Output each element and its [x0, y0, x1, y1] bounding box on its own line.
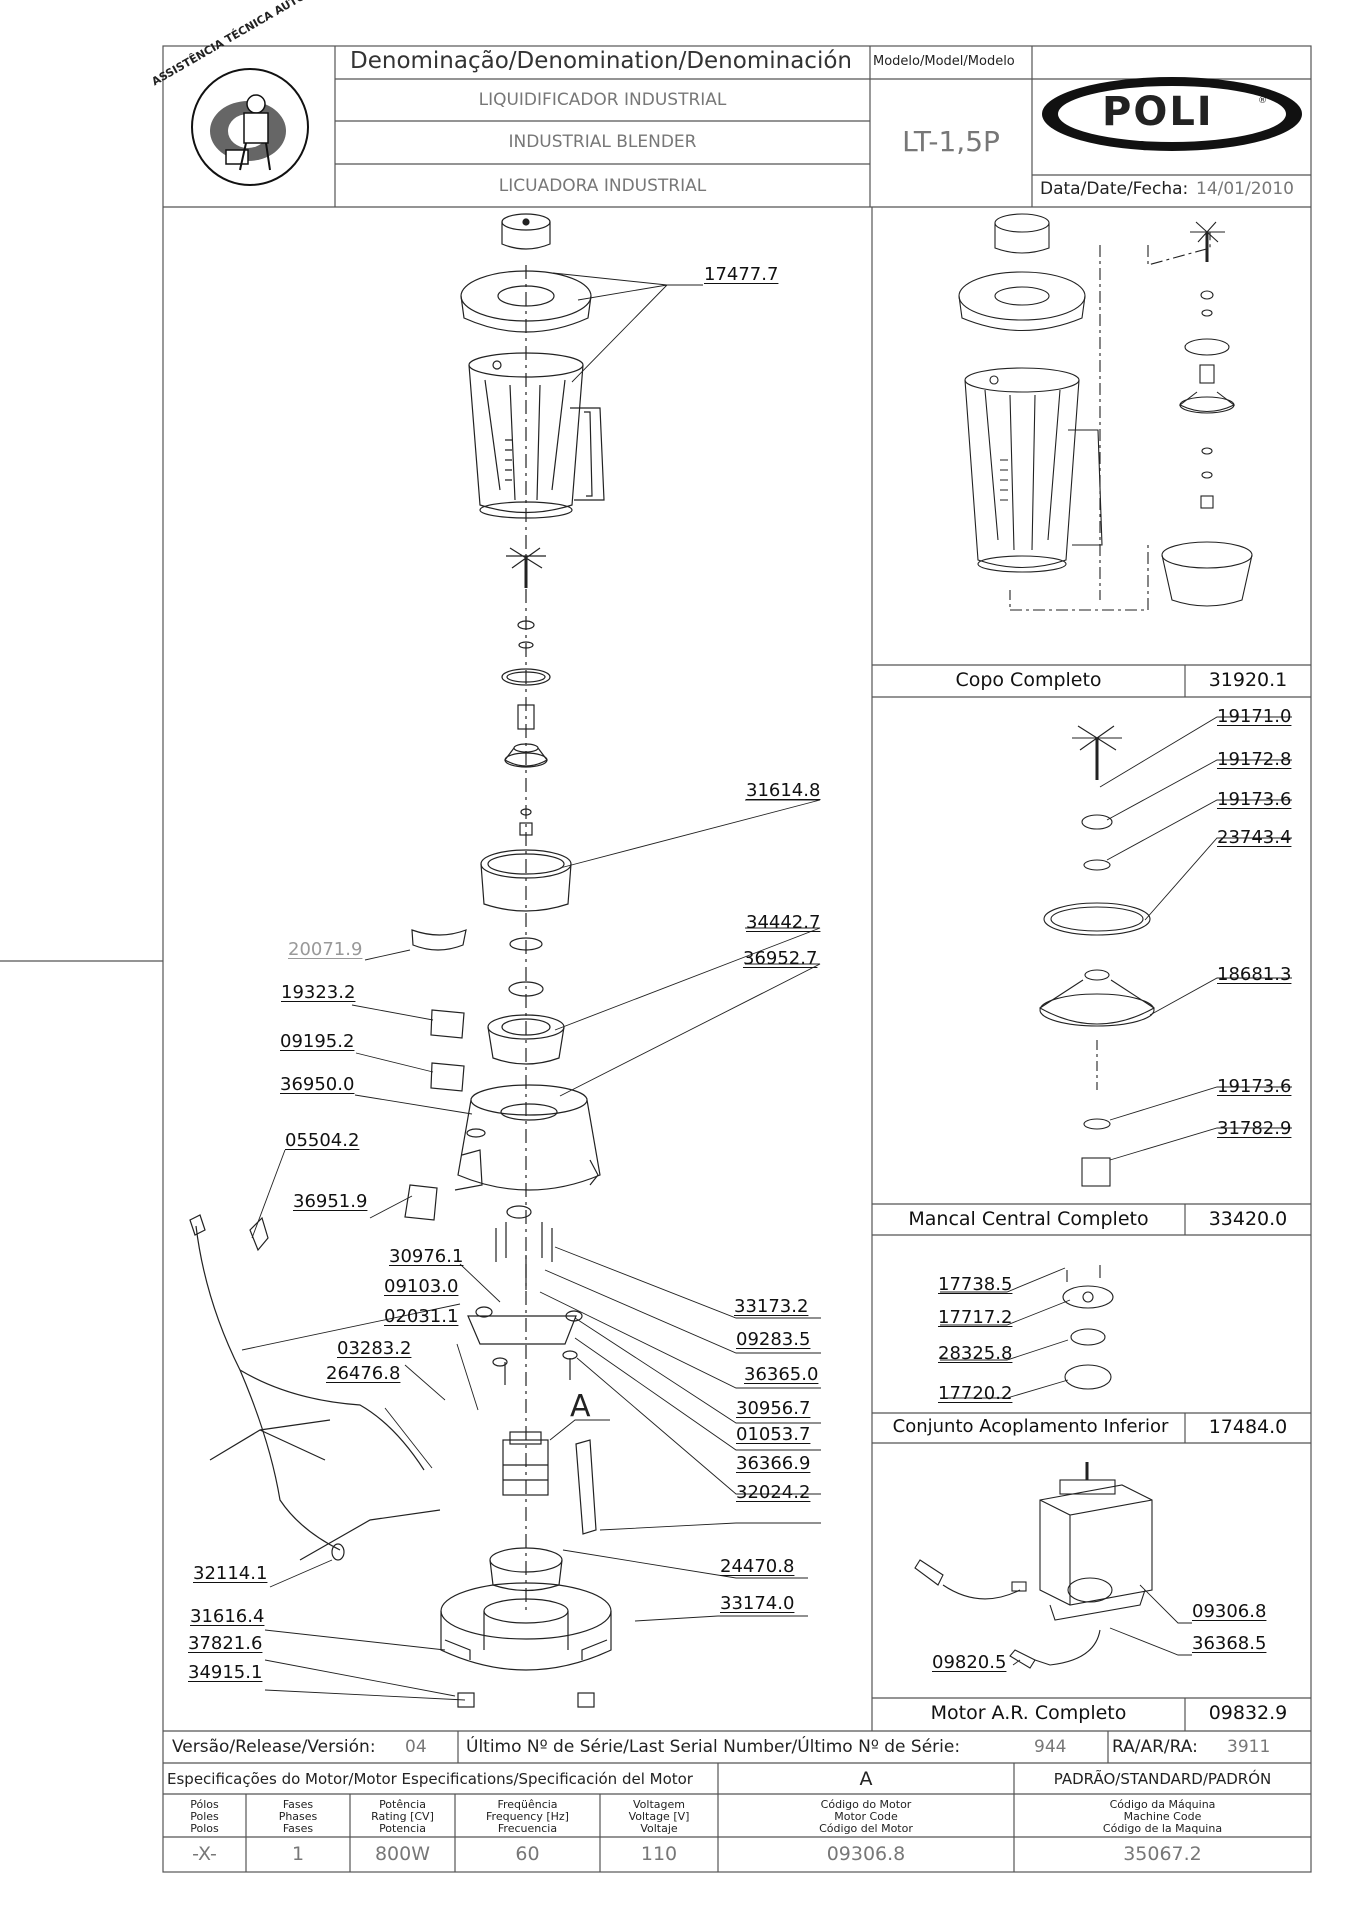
part-label: 31782.9: [1217, 1118, 1292, 1139]
value-machine-code: 35067.2: [1123, 1843, 1202, 1865]
ra-label: RA/AR/RA:: [1112, 1737, 1198, 1757]
part-label: 36951.9: [293, 1191, 368, 1212]
part-label: 09306.8: [1192, 1601, 1267, 1622]
registered-mark: ®: [1258, 96, 1267, 106]
assembly-name: Conjunto Acoplamento Inferior: [892, 1416, 1169, 1437]
name-portuguese: LIQUIDIFICADOR INDUSTRIAL: [478, 90, 727, 110]
motor-marker: A: [859, 1768, 873, 1790]
part-label: 19173.6: [1217, 1076, 1292, 1097]
version-value: 04: [405, 1737, 427, 1757]
serial-label: Último Nº de Série/Last Serial Number/Úl…: [466, 1737, 961, 1757]
ra-value: 3911: [1227, 1737, 1271, 1757]
part-label: 36368.5: [1192, 1633, 1267, 1654]
part-label: 17738.5: [938, 1274, 1013, 1295]
assembly-code: 09832.9: [1208, 1702, 1288, 1724]
value-voltage: 110: [640, 1843, 678, 1865]
part-label: 33174.0: [720, 1593, 795, 1614]
model-label: Modelo/Model/Modelo: [873, 54, 1015, 69]
detail-marker: A: [570, 1389, 591, 1424]
part-label: 17717.2: [938, 1307, 1013, 1328]
part-label: 09283.5: [736, 1329, 811, 1350]
part-label: 36366.9: [736, 1453, 811, 1474]
value-phases: 1: [291, 1843, 305, 1865]
part-label: 24470.8: [720, 1556, 795, 1577]
part-label: 19173.6: [1217, 789, 1292, 810]
standard-label: PADRÃO/STANDARD/PADRÓN: [1053, 1770, 1272, 1788]
date-label: Data/Date/Fecha:: [1040, 179, 1189, 199]
part-label: 19172.8: [1217, 749, 1292, 770]
assembly-name: Motor A.R. Completo: [930, 1702, 1127, 1724]
motor-assembly-view: [914, 1462, 1192, 1669]
part-label: 19323.2: [281, 982, 356, 1003]
assembly-code: 31920.1: [1208, 669, 1288, 691]
brand-logo-text: POLI: [1102, 89, 1214, 135]
part-label: 30976.1: [389, 1246, 464, 1267]
assembly-name: Copo Completo: [955, 669, 1102, 691]
denomination-label: Denominação/Denomination/Denominación: [350, 48, 852, 74]
part-label: 20071.9: [288, 939, 363, 960]
part-label: 36950.0: [280, 1074, 355, 1095]
model-value: LT-1,5P: [902, 125, 1000, 158]
name-english: INDUSTRIAL BLENDER: [508, 132, 697, 152]
value-motor-code: 09306.8: [826, 1843, 906, 1865]
part-label: 34915.1: [188, 1662, 263, 1683]
part-label: 09195.2: [280, 1031, 355, 1052]
part-label: 36365.0: [744, 1364, 819, 1385]
part-label: 28325.8: [938, 1343, 1013, 1364]
authorized-seal-icon: [191, 68, 309, 186]
motor-spec-label: Especificações do Motor/Motor Especifica…: [167, 1770, 693, 1788]
part-label: 03283.2: [337, 1338, 412, 1359]
serial-value: 944: [1034, 1737, 1067, 1757]
part-label: 09103.0: [384, 1276, 459, 1297]
name-spanish: LICUADORA INDUSTRIAL: [498, 176, 707, 196]
part-label: 05504.2: [285, 1130, 360, 1151]
assembly-code: 33420.0: [1208, 1208, 1288, 1230]
part-label: 31616.4: [190, 1606, 265, 1627]
part-label: 37821.6: [188, 1633, 263, 1654]
part-label: 31614.8: [746, 780, 821, 801]
value-frequency: 60: [515, 1843, 540, 1865]
part-label: 33173.2: [734, 1296, 809, 1317]
part-label: 09820.5: [932, 1652, 1007, 1673]
part-label: 26476.8: [326, 1363, 401, 1384]
part-label: 30956.7: [736, 1398, 811, 1419]
part-label: 01053.7: [736, 1424, 811, 1445]
assembly-code: 17484.0: [1208, 1416, 1288, 1438]
value-poles: -X-: [192, 1843, 217, 1865]
jar-assembly-view: [958, 213, 1253, 611]
value-rating: 800W: [374, 1843, 431, 1865]
central-bearing-view: [1038, 716, 1292, 1187]
assembly-name: Mancal Central Completo: [908, 1208, 1149, 1230]
part-label: 17477.7: [704, 264, 779, 285]
part-label: 32024.2: [736, 1482, 811, 1503]
part-label: 17720.2: [938, 1383, 1013, 1404]
part-label: 34442.7: [746, 912, 821, 933]
part-label: 02031.1: [384, 1306, 459, 1327]
part-label: 23743.4: [1217, 827, 1292, 848]
part-label: 36952.7: [743, 948, 818, 969]
brand-logo-inner: [1058, 86, 1286, 142]
part-label: 32114.1: [193, 1563, 268, 1584]
lower-coupling-view: [940, 1265, 1114, 1399]
part-label: 18681.3: [1217, 964, 1292, 985]
version-label: Versão/Release/Versión:: [172, 1737, 376, 1757]
date-value: 14/01/2010: [1196, 179, 1294, 199]
main-exploded-view: [189, 213, 821, 1708]
part-label: 19171.0: [1217, 706, 1292, 727]
